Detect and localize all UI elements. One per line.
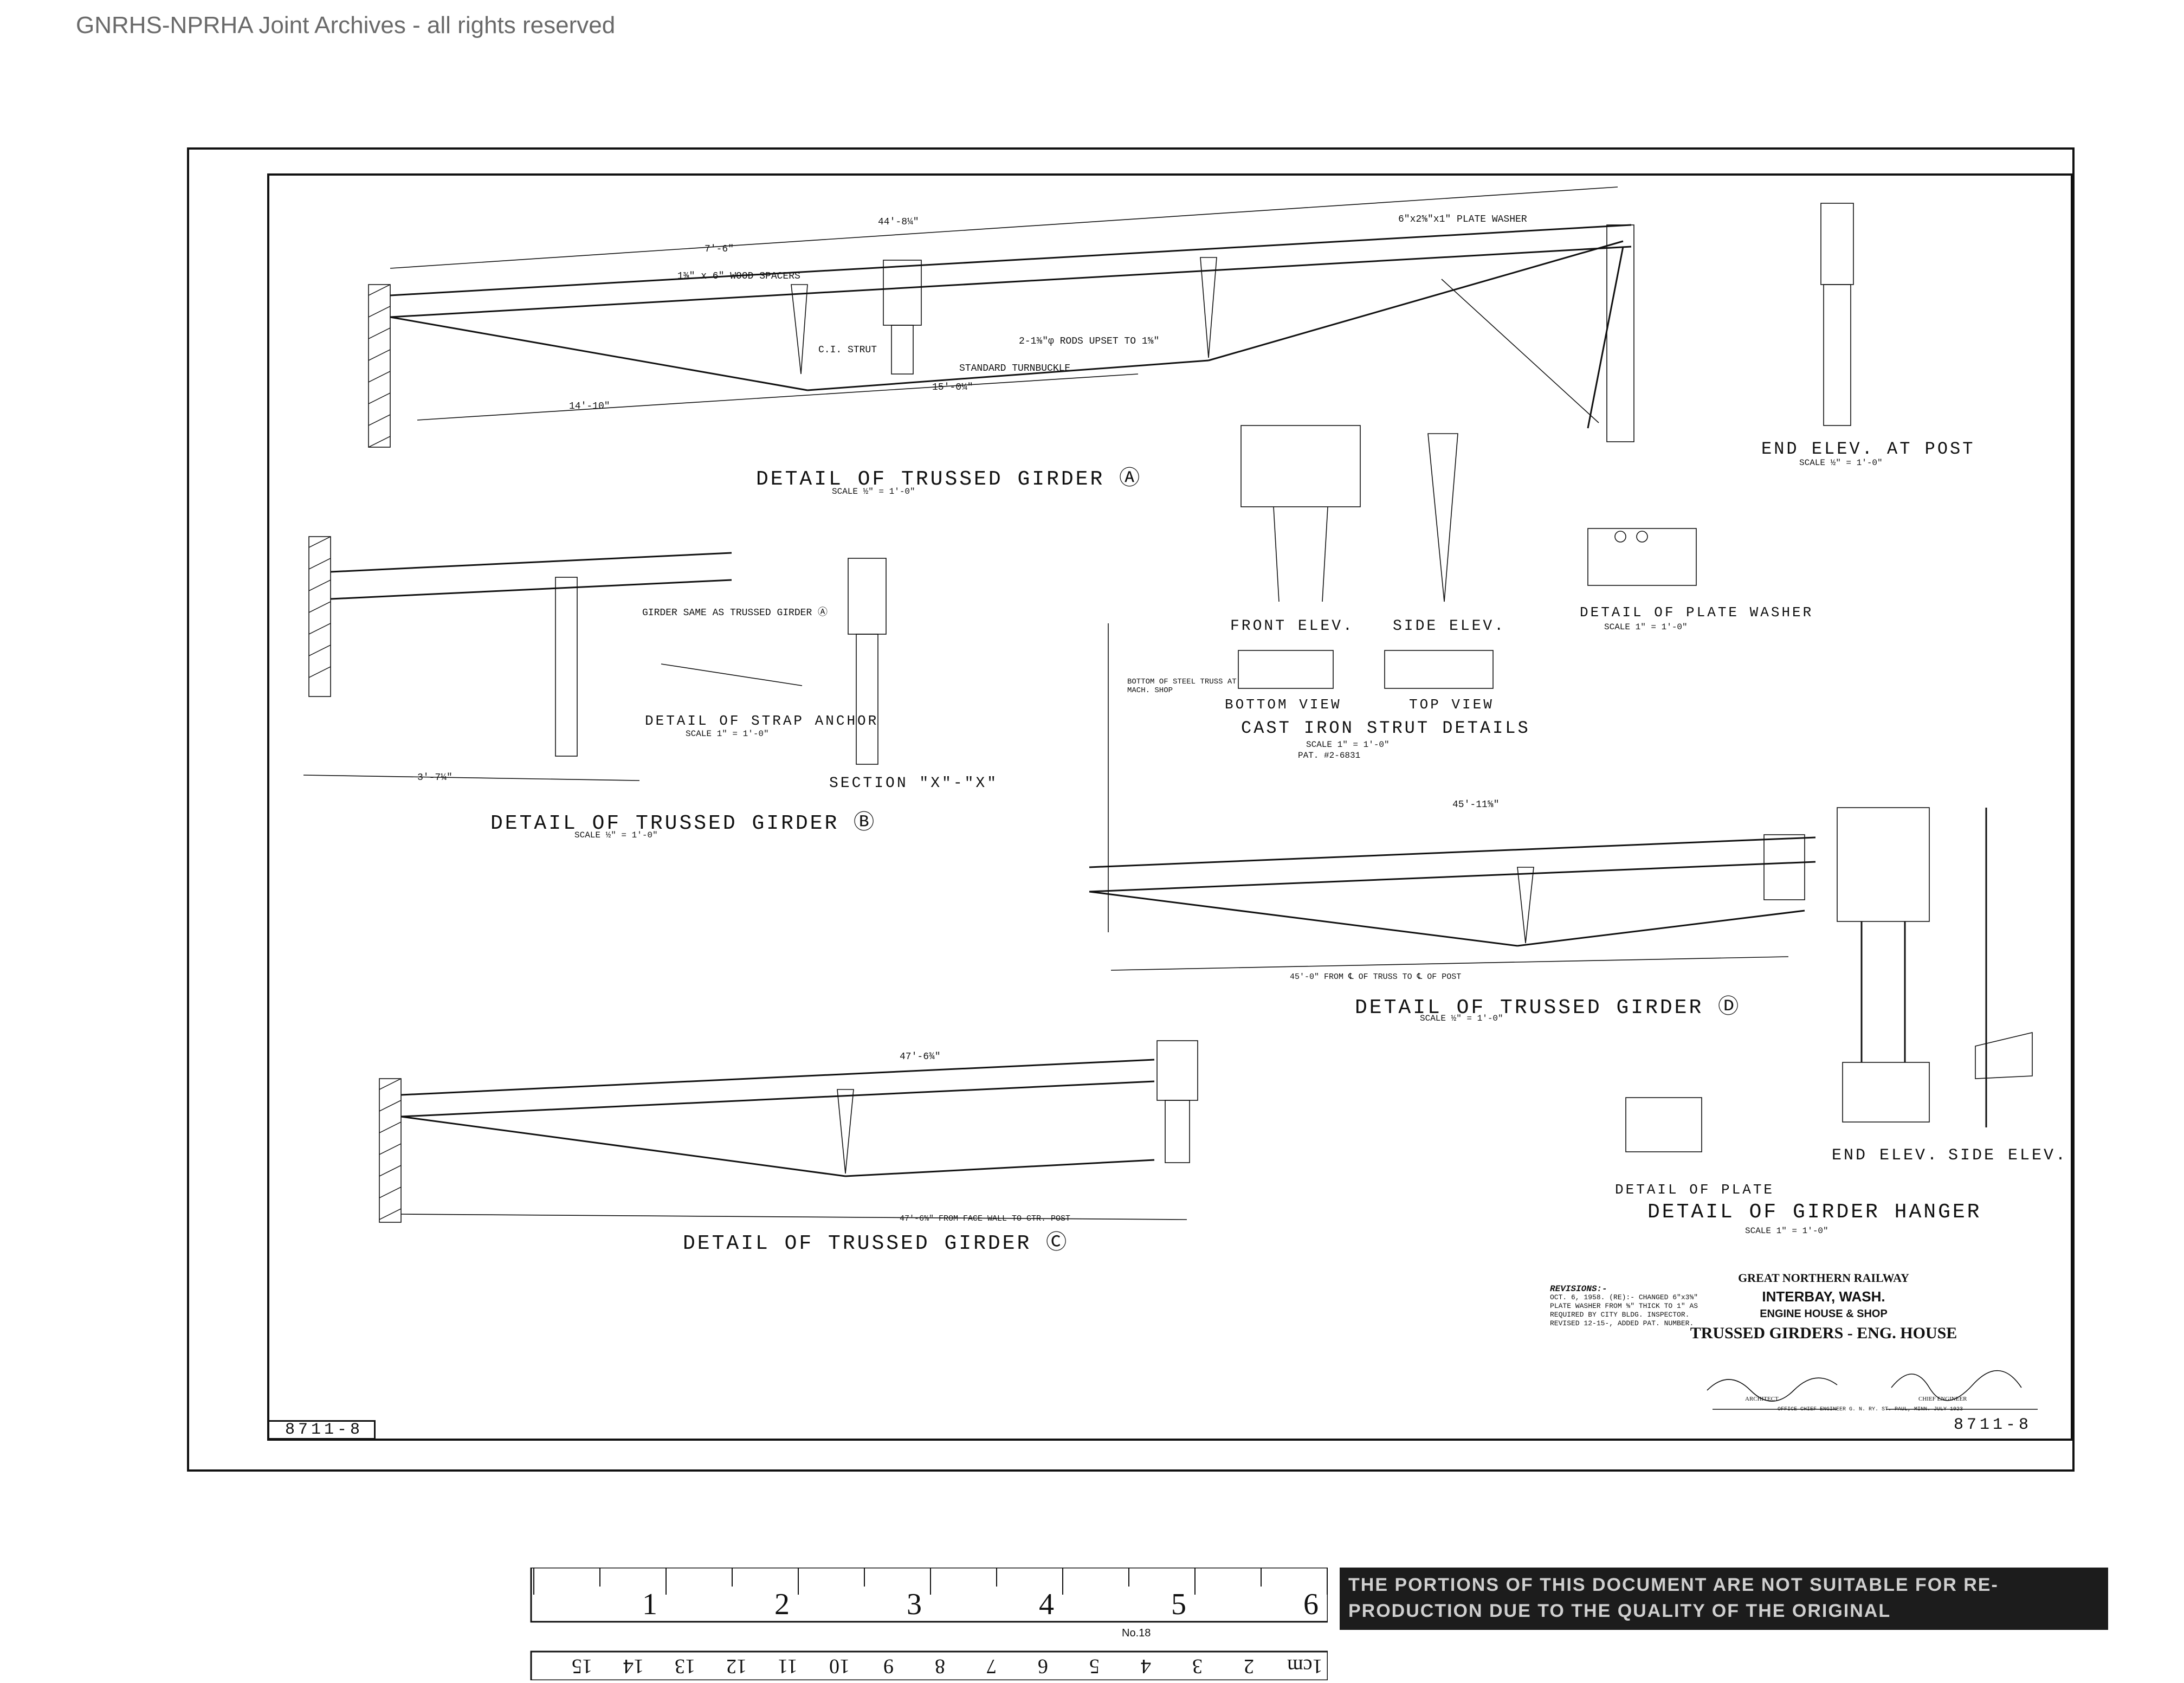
hanger-side-elev-label: SIDE ELEV. bbox=[1948, 1146, 2068, 1165]
drawing-sheet-border bbox=[187, 147, 2075, 1472]
girder-d-drawing bbox=[1089, 623, 2033, 1152]
girder-d-overall-dimension: 45'-11⅝" bbox=[1452, 799, 1500, 810]
cm-mark-12: 12 bbox=[726, 1655, 747, 1678]
girder-c-title: DETAIL OF TRUSSED GIRDER Ⓒ bbox=[683, 1232, 1069, 1255]
inch-mark-2: 2 bbox=[774, 1588, 790, 1621]
strap-anchor-title: DETAIL OF STRAP ANCHOR bbox=[645, 713, 879, 729]
cm-mark-9: 9 bbox=[883, 1655, 894, 1678]
cm-mark-4: 4 bbox=[1141, 1655, 1151, 1678]
section-xx-title: SECTION "X"-"X" bbox=[829, 775, 999, 792]
girder-a-drawing bbox=[368, 186, 1854, 448]
cm-mark-3: 3 bbox=[1192, 1655, 1203, 1678]
wood-spacers-note: 1⅜" x 6" WOOD SPACERS bbox=[677, 271, 800, 282]
strut-front-elev-label: FRONT ELEV. bbox=[1230, 618, 1354, 635]
girder-a-length-dimension: 14'-10" bbox=[569, 401, 610, 412]
revision-line: OCT. 6, 1958. (RE):- CHANGED 6"x3⅝" bbox=[1550, 1293, 1698, 1301]
strap-anchor-scale: SCALE 1" = 1'-0" bbox=[686, 729, 769, 739]
sheet-number-box: 8711-8 bbox=[267, 1420, 376, 1440]
title-block-lines bbox=[1707, 1370, 2038, 1410]
girder-d-title: DETAIL OF TRUSSED GIRDER Ⓓ bbox=[1355, 996, 1741, 1020]
inch-mark-4: 4 bbox=[1039, 1588, 1054, 1621]
cast-iron-strut-drawing bbox=[1238, 425, 1697, 689]
company-name: GREAT NORTHERN RAILWAY bbox=[1738, 1271, 1909, 1285]
plate-washer-title: DETAIL OF PLATE WASHER bbox=[1580, 604, 1814, 621]
inch-mark-5: 5 bbox=[1171, 1588, 1186, 1621]
plate-washer-note: 6"x2⅝"x1" PLATE WASHER bbox=[1398, 214, 1527, 225]
revision-line: REVISED 12-15-, ADDED PAT. NUMBER. bbox=[1550, 1319, 1694, 1327]
strut-top-view-label: TOP VIEW bbox=[1409, 697, 1494, 713]
girder-a-overall-dimension: 44'-8¼" bbox=[878, 217, 919, 228]
inch-mark-6: 6 bbox=[1303, 1588, 1319, 1621]
hanger-plate-label: DETAIL OF PLATE bbox=[1615, 1182, 1775, 1198]
drawing-title: TRUSSED GIRDERS - ENG. HOUSE bbox=[1690, 1324, 1957, 1342]
engineer-label: CHIEF ENGINEER bbox=[1918, 1396, 1967, 1402]
sheet-number-left: 8711-8 bbox=[285, 1421, 364, 1439]
archive-watermark: GNRHS-NPRHA Joint Archives - all rights … bbox=[76, 12, 616, 38]
rods-note: 2-1⅜"φ RODS UPSET TO 1⅝" bbox=[1019, 336, 1160, 347]
cm-mark-14: 14 bbox=[623, 1655, 644, 1678]
cm-mark-11: 11 bbox=[778, 1655, 798, 1678]
ruler-maker-label: No.18 bbox=[1122, 1627, 1151, 1639]
girder-hanger-title: DETAIL OF GIRDER HANGER bbox=[1647, 1201, 1982, 1224]
cm-mark-5: 5 bbox=[1089, 1655, 1100, 1678]
girder-d-scale: SCALE ½" = 1'-0" bbox=[1420, 1014, 1503, 1023]
cm-mark-10: 10 bbox=[829, 1655, 850, 1678]
cm-mark-7: 7 bbox=[986, 1655, 997, 1678]
girder-b-span-dimension: 3'-7¼" bbox=[417, 772, 453, 783]
strut-side-elev-label: SIDE ELEV. bbox=[1393, 618, 1506, 635]
title-block: GREAT NORTHERN RAILWAY INTERBAY, WASH. E… bbox=[1528, 1271, 2027, 1423]
girder-c-overall-dimension: 47'-6¾" bbox=[900, 1052, 941, 1062]
hanger-end-elev-label: END ELEV. bbox=[1832, 1146, 1940, 1165]
plate-washer-scale: SCALE 1" = 1'-0" bbox=[1604, 622, 1688, 632]
cm-mark-15: 15 bbox=[572, 1655, 592, 1678]
girder-same-note: GIRDER SAME AS TRUSSED GIRDER Ⓐ bbox=[642, 608, 828, 618]
project-name: ENGINE HOUSE & SHOP bbox=[1760, 1308, 1888, 1320]
girder-c-drawing bbox=[379, 1040, 1198, 1223]
architect-label: ARCHITECT bbox=[1745, 1396, 1779, 1402]
cm-mark-1: 1cm bbox=[1287, 1655, 1323, 1678]
strut-bottom-view-label: BOTTOM VIEW bbox=[1225, 697, 1342, 713]
cast-iron-strut-title: CAST IRON STRUT DETAILS bbox=[1241, 718, 1530, 738]
inch-mark-3: 3 bbox=[907, 1588, 922, 1621]
girder-a-rod-dimension: 15'-0¼" bbox=[932, 382, 973, 393]
drawing-inner-border bbox=[267, 173, 2073, 1441]
cast-iron-strut-patent: PAT. #2-6831 bbox=[1298, 751, 1361, 760]
girder-a-title: DETAIL OF TRUSSED GIRDER Ⓐ bbox=[756, 468, 1142, 491]
girder-b-title: DETAIL OF TRUSSED GIRDER Ⓑ bbox=[490, 812, 877, 835]
office-line: OFFICE CHIEF ENGINEER G. N. RY. ST. PAUL… bbox=[1778, 1407, 1963, 1413]
turnbuckle-note: STANDARD TURNBUCKLE bbox=[959, 363, 1071, 374]
inch-mark-1: 1 bbox=[642, 1588, 657, 1621]
location-name: INTERBAY, WASH. bbox=[1762, 1288, 1885, 1305]
girder-b-drawing bbox=[303, 536, 887, 781]
girder-c-bottom-dimension: 47'-6⅝" FROM FACE WALL TO CTR. POST bbox=[900, 1214, 1071, 1223]
ci-strut-note: C.I. STRUT bbox=[818, 345, 877, 356]
cm-mark-13: 13 bbox=[675, 1655, 695, 1678]
girder-a-scale: SCALE ½" = 1'-0" bbox=[832, 487, 915, 496]
girder-hanger-scale: SCALE 1" = 1'-0" bbox=[1745, 1226, 1828, 1236]
ruler-graphic bbox=[530, 1566, 1329, 1681]
sheet-number-right: 8711-8 bbox=[1954, 1416, 2032, 1434]
girder-a-panel-dimension: 7'-6" bbox=[705, 244, 734, 255]
cast-iron-strut-scale: SCALE 1" = 1'-0" bbox=[1306, 740, 1390, 750]
bottom-of-steel-note: BOTTOM OF STEEL TRUSS AT MACH. SHOP bbox=[1127, 678, 1237, 695]
cm-mark-2: 2 bbox=[1244, 1655, 1254, 1678]
end-elev-post-title: END ELEV. AT POST bbox=[1761, 439, 1975, 459]
reproduction-warning-stamp: THE PORTIONS OF THIS DOCUMENT ARE NOT SU… bbox=[1340, 1568, 2108, 1630]
revision-line: PLATE WASHER FROM ⅝" THICK TO 1" AS bbox=[1550, 1302, 1698, 1310]
girder-d-bottom-dimension: 45'-0" FROM ℄ OF TRUSS TO ℄ OF POST bbox=[1290, 972, 1462, 982]
end-elev-post-scale: SCALE ½" = 1'-0" bbox=[1799, 458, 1883, 468]
cm-mark-8: 8 bbox=[935, 1655, 945, 1678]
revision-line: REQUIRED BY CITY BLDG. INSPECTOR. bbox=[1550, 1311, 1690, 1319]
revisions-block: REVISIONS:- OCT. 6, 1958. (RE):- CHANGED… bbox=[1550, 1285, 1745, 1328]
scale-ruler: 1 2 3 4 5 6 No.18 1cm 2 3 4 5 6 7 8 9 10… bbox=[518, 1566, 1329, 1681]
revisions-heading: REVISIONS:- bbox=[1550, 1284, 1607, 1294]
cm-mark-6: 6 bbox=[1038, 1655, 1048, 1678]
girder-b-scale: SCALE ½" = 1'-0" bbox=[574, 830, 658, 840]
